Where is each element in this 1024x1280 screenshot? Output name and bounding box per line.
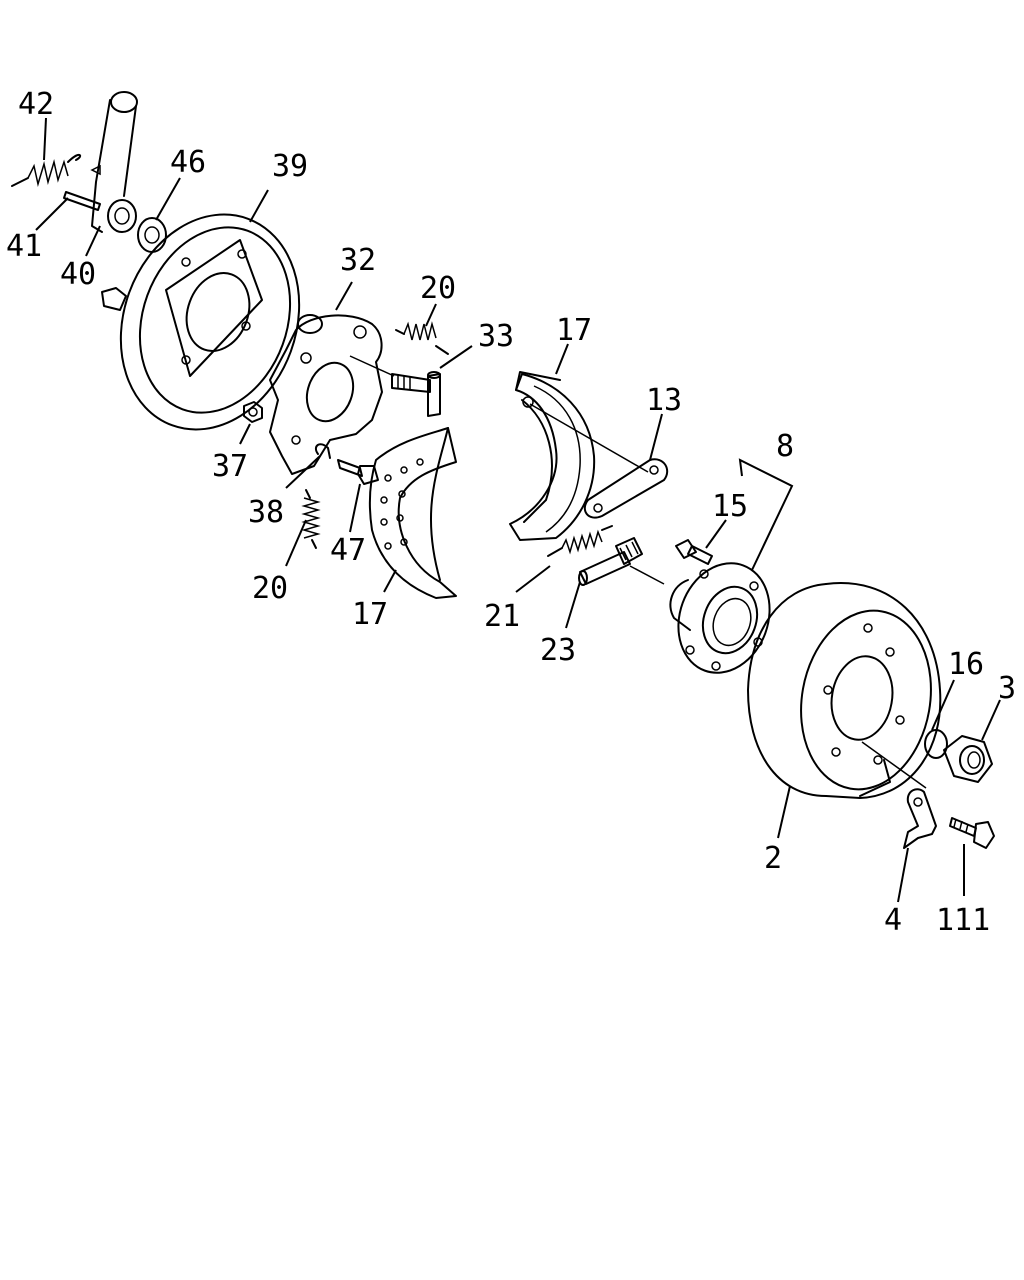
callout-41: 41 bbox=[6, 229, 42, 264]
callout-46: 46 bbox=[170, 145, 206, 180]
callout-17-upper: 17 bbox=[556, 313, 592, 348]
assembly-axis-lines bbox=[349, 355, 927, 789]
part-4-bracket bbox=[903, 788, 937, 849]
callout-labels: 42 46 39 41 40 32 20 33 17 13 37 38 47 2… bbox=[6, 87, 1016, 938]
part-17-upper-brake-shoe bbox=[509, 371, 596, 541]
callout-37: 37 bbox=[212, 449, 248, 484]
callout-23: 23 bbox=[540, 633, 576, 668]
callout-39: 39 bbox=[272, 149, 308, 184]
part-37-nut bbox=[243, 401, 263, 423]
callout-20-upper: 20 bbox=[420, 271, 456, 306]
part-13-link-plate bbox=[583, 458, 669, 519]
callout-42: 42 bbox=[18, 87, 54, 122]
callout-13: 13 bbox=[646, 383, 682, 418]
part-20-upper-spring bbox=[395, 321, 449, 355]
callout-47: 47 bbox=[330, 533, 366, 568]
callout-4: 4 bbox=[884, 903, 902, 938]
callout-21: 21 bbox=[484, 599, 520, 634]
part-39-backing-plate bbox=[101, 213, 301, 431]
callout-15: 15 bbox=[712, 489, 748, 524]
callout-17-lower: 17 bbox=[352, 597, 388, 632]
callout-3: 3 bbox=[998, 671, 1016, 706]
callout-38: 38 bbox=[248, 495, 284, 530]
part-111-bolt bbox=[949, 817, 995, 849]
part-33-anchor-pin bbox=[391, 371, 441, 417]
part-16-o-ring bbox=[924, 729, 948, 759]
part-23-adjuster bbox=[578, 537, 643, 586]
callout-33: 33 bbox=[478, 319, 514, 354]
part-32-anchor-plate bbox=[269, 314, 383, 475]
part-42-return-spring bbox=[11, 154, 82, 187]
callout-2: 2 bbox=[764, 841, 782, 876]
callout-20-lower: 20 bbox=[252, 571, 288, 606]
callout-16: 16 bbox=[948, 647, 984, 682]
part-38-clip bbox=[314, 443, 331, 459]
callout-8: 8 bbox=[776, 429, 794, 464]
part-46-washer bbox=[137, 217, 167, 253]
part-2-brake-drum bbox=[747, 582, 942, 799]
callout-111: 111 bbox=[936, 903, 990, 938]
callout-leader-lines bbox=[35, 117, 1001, 903]
callout-40: 40 bbox=[60, 257, 96, 292]
part-40-lever-arm bbox=[90, 91, 138, 233]
part-3-hub-nut bbox=[943, 735, 993, 783]
part-15-bolt bbox=[675, 539, 713, 565]
part-41-pin bbox=[63, 191, 101, 211]
part-17-lower-brake-shoe bbox=[368, 427, 457, 599]
part-8-hub bbox=[669, 562, 771, 674]
part-21-adjuster-spring bbox=[547, 525, 613, 557]
part-20-lower-spring bbox=[301, 489, 321, 549]
callout-32: 32 bbox=[340, 243, 376, 278]
